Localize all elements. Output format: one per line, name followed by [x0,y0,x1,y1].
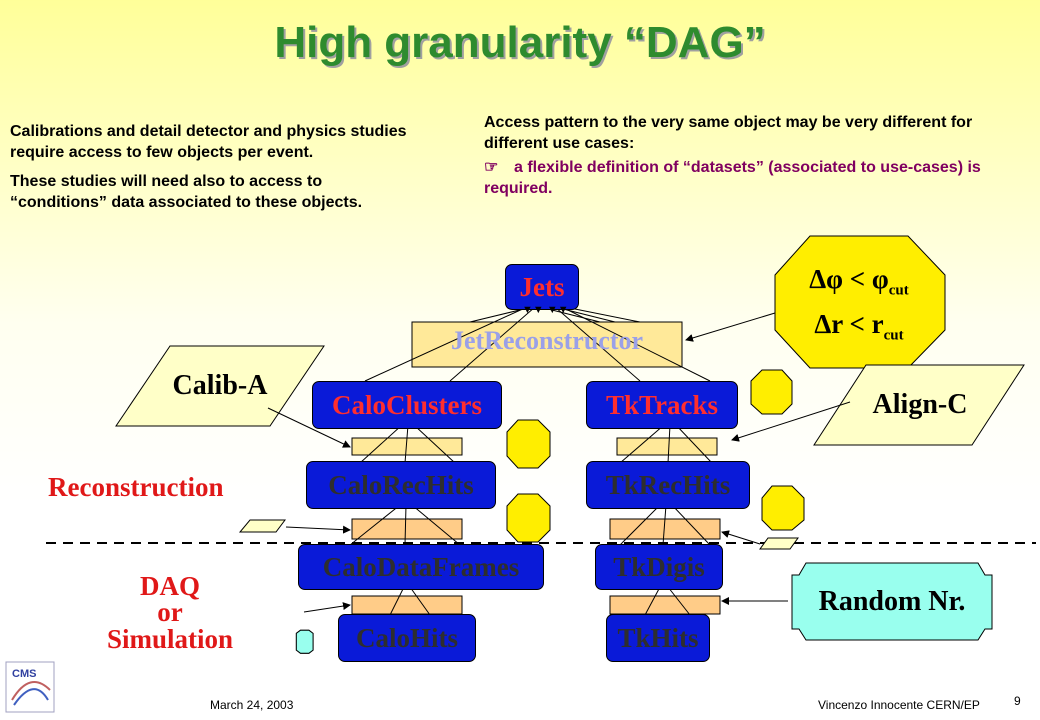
right-text-block: Access pattern to the very same object m… [484,112,1032,199]
align-label: Align-C [872,389,968,420]
left-paragraph-2: These studies will need also to access t… [10,173,363,211]
align-arrow [731,401,851,442]
node-tk-rechits: TkRecHits [586,461,750,509]
calib-octagon-calo-rechits [506,419,551,469]
footer-author: Vincenzo Innocente CERN/EP [818,698,980,712]
tk-digis-connector [609,595,721,615]
align-octagon-tk-tracks [750,369,793,415]
calo-fan-lines [349,424,461,616]
calib-parallelogram [115,345,325,427]
calo-dataframes-connector [351,595,463,615]
calib-label: Calib-A [172,370,268,401]
left-paragraph-1: Calibrations and detail detector and phy… [10,123,407,161]
footer-date: March 24, 2003 [210,698,294,712]
node-calo-rechits: CaloRecHits [306,461,496,509]
tk-fan-lines [619,424,713,616]
or-label: or [157,597,183,627]
random-nr-box [791,562,993,641]
cut-r: Δr < rcut [814,309,904,344]
footer-page-number: 9 [1014,694,1021,708]
node-calo-dataframes: CaloDataFrames [298,544,544,590]
left-text-block: Calibrations and detail detector and phy… [10,121,410,213]
reconstruction-label: Reconstruction [48,472,224,502]
calib-octagon-calo-dataframes [506,493,551,543]
random-label: Random Nr. [818,586,966,617]
calib-arrow [267,407,351,448]
node-jet-reconstructor: JetReconstructor [450,326,644,355]
right-paragraph-2: ☞a flexible definition of “datasets” (as… [484,159,981,197]
node-tk-hits: TkHits [606,614,710,662]
jets-arrowheads: ▼▼ ▼▼ [522,304,569,316]
small-parallelogram-left [238,519,286,533]
cuts-arrow [685,312,776,342]
node-tk-tracks: TkTracks [586,381,738,429]
cut-phi: Δφ < φcut [809,264,909,299]
daq-label: DAQ [140,571,200,601]
align-parallelogram [813,364,1025,446]
node-calo-hits: CaloHits [338,614,476,662]
pointing-hand-icon: ☞ [484,159,499,176]
cms-logo: CMS [12,668,37,680]
simulation-label: Simulation [106,624,234,654]
right-paragraph-1: Access pattern to the very same object m… [484,114,973,152]
align-octagon-tk-rechits [761,485,805,531]
small-parallelogram-right [759,537,799,550]
small-random-shape-left [295,629,314,654]
node-calo-clusters: CaloClusters [312,381,502,429]
slide-title: High granularity “DAG” [274,18,766,67]
cuts-text: Δφ < φcut Δr < rcut [784,262,934,353]
calo-rechits-connector [351,518,463,540]
node-jets: Jets [505,264,579,310]
node-tk-digis: TkDigis [595,544,723,590]
